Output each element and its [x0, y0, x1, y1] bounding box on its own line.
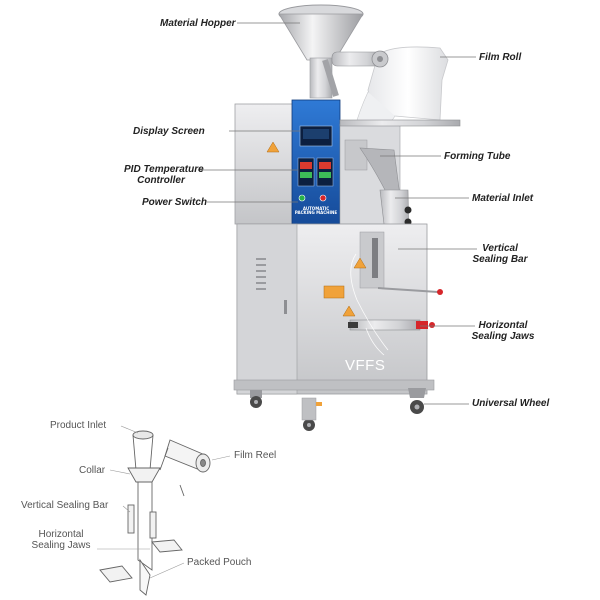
schematic-label-vertical-sealing-bar: Vertical Sealing Bar — [21, 500, 109, 511]
vffs-machine — [233, 4, 461, 431]
schematic-hsj-line1: Horizontal — [38, 529, 84, 540]
schematic-label-product-inlet: Product Inlet — [50, 420, 107, 431]
panel-caption: AUTOMATIC PACKING MACHINE — [292, 206, 340, 216]
schematic-horizontal-jaw-right — [151, 539, 183, 553]
panel-line1: AUTOMATIC — [302, 206, 330, 211]
cabinet-vents — [256, 258, 266, 290]
label-film-roll: Film Roll — [479, 52, 522, 63]
label-material-inlet: Material Inlet — [472, 193, 534, 204]
vffs-watermark: VFFS — [345, 357, 386, 374]
schematic-label-collar: Collar — [79, 465, 106, 476]
schematic-hsj-line2: Sealing Jaws — [31, 540, 91, 551]
schematic-label-packed-pouch: Packed Pouch — [187, 557, 252, 568]
schematic-collar — [127, 467, 161, 483]
film-guide-bar — [339, 119, 461, 127]
label-material-hopper: Material Hopper — [160, 18, 236, 29]
leader-lines — [198, 22, 477, 405]
label-pid-line2: Controller — [137, 175, 185, 186]
schematic-label-film-reel: Film Reel — [234, 450, 277, 461]
upper-cabinet-side — [234, 103, 294, 225]
label-hsj-line2: Sealing Jaws — [471, 331, 535, 342]
label-power-switch: Power Switch — [142, 197, 208, 208]
schematic-packed-pouch — [139, 558, 151, 596]
schematic-vertical-sealing-bar — [127, 504, 135, 534]
horizontal-sealing-jaws — [349, 319, 421, 331]
label-universal-wheel: Universal Wheel — [472, 398, 550, 409]
label-vertical-sealing-bar: Vertical Sealing Bar — [468, 243, 532, 265]
label-pid-line1: PID Temperature — [124, 164, 204, 175]
label-vsb-line2: Sealing Bar — [472, 254, 528, 265]
schematic-leaders — [97, 425, 231, 579]
label-display-screen: Display Screen — [133, 126, 205, 137]
label-vsb-line1: Vertical — [482, 243, 518, 254]
label-hsj-line1: Horizontal — [478, 320, 528, 331]
label-horizontal-sealing-jaws: Horizontal Sealing Jaws — [470, 320, 536, 342]
label-forming-tube: Forming Tube — [444, 151, 511, 162]
schematic-horizontal-jaw-left — [99, 565, 133, 583]
label-pid-controller: PID Temperature Controller — [124, 164, 204, 186]
panel-line2: PACKING MACHINE — [294, 210, 338, 216]
schematic-label-horizontal-sealing-jaws: Horizontal Sealing Jaws — [28, 529, 94, 551]
power-switch — [298, 194, 306, 202]
vffs-schematic — [99, 430, 211, 596]
